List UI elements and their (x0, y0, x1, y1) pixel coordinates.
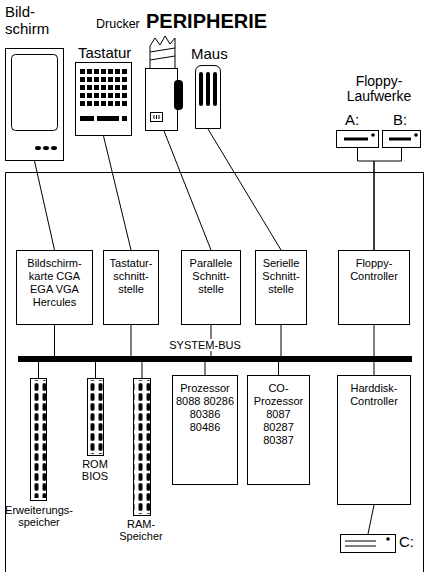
node-heading: Maus (191, 46, 235, 63)
system-bus: SYSTEM-BUS (18, 356, 412, 362)
box-label: Serielle Schnitt- stelle (258, 257, 304, 296)
bus-connector (38, 362, 39, 378)
node-heading: SYSTEM-BUS (163, 339, 247, 351)
node-heading: Drucker (96, 18, 144, 32)
printer-symbol (146, 36, 184, 131)
part-label: Floppy- Laufwerke (337, 74, 421, 105)
node-heading: Bild- schirm (5, 4, 63, 37)
node-heading: Tastatur (78, 45, 144, 62)
box-label: Parallele Schnitt- stelle (184, 257, 238, 296)
memory-module-node: RAM- Speicher (133, 378, 151, 516)
bus-connector (131, 325, 132, 356)
node-heading: RAM- Speicher (113, 518, 169, 542)
node-heading: C: (399, 534, 421, 551)
bus-connector (374, 362, 375, 375)
box-label: CO- Prozessor 8087 80287 80387 (250, 382, 307, 447)
interface-box: Bildschirm- karte CGA EGA VGA Hercules (16, 250, 93, 325)
interface-box: Serielle Schnitt- stelle (255, 250, 307, 325)
interface-box: Tastatur- schnitt- stelle (103, 250, 159, 325)
bus-connector (164, 131, 211, 250)
harddisk-node: C: (340, 534, 396, 553)
memory-module-symbol (31, 379, 151, 516)
controller-box: Floppy- Controller (338, 250, 410, 325)
interface-box: Parallele Schnitt- stelle (181, 250, 241, 325)
bus-connector (374, 148, 402, 250)
monitor-node: Bild- schirm (5, 48, 64, 161)
box-label: Tastatur- schnitt- stelle (106, 257, 156, 296)
processor-box: Prozessor 8088 80286 80386 80486 (172, 375, 238, 485)
controller-box: Harddisk- Controller (337, 375, 411, 505)
box-label: Bildschirm- karte CGA EGA VGA Hercules (19, 257, 90, 309)
monitor-symbol (6, 49, 64, 161)
bus-connector (205, 362, 206, 375)
floppy-drive-node: A: (336, 130, 379, 148)
node-heading: A: (345, 112, 371, 129)
floppy-drive-node: B: (382, 130, 421, 148)
node-heading: Erweiterungs- speicher (2, 504, 76, 528)
memory-module-node: Erweiterungs- speicher (30, 378, 47, 501)
box-label: Prozessor 8088 80286 80386 80486 (175, 382, 235, 434)
printer-node: Drucker (145, 38, 183, 131)
bus-connector (368, 505, 374, 534)
diagram-title: PERIPHERIE (146, 10, 267, 32)
bus-connector (35, 161, 55, 250)
bus-connector (104, 136, 132, 250)
keyboard-node: Tastatur (75, 62, 132, 136)
bus-connector (281, 325, 282, 356)
mouse-node: Maus (195, 65, 221, 129)
box-label: Floppy- Controller (341, 257, 407, 283)
node-heading: B: (393, 112, 419, 129)
node-heading: ROM BIOS (78, 458, 112, 482)
box-label: Harddisk- Controller (340, 382, 408, 408)
bus-connector (278, 362, 279, 375)
mouse-symbol (196, 66, 221, 129)
floppy-drive-symbol (337, 131, 421, 148)
harddisk-symbol (341, 535, 396, 553)
bus-connector (142, 362, 143, 378)
processor-box: CO- Prozessor 8087 80287 80387 (247, 375, 310, 485)
bus-connector (374, 325, 375, 356)
bus-connector (54, 325, 55, 356)
keyboard-symbol (76, 63, 132, 136)
bus-connector (358, 148, 375, 250)
bus-connector (95, 362, 96, 378)
bus-connector (208, 129, 281, 250)
memory-module-node: ROM BIOS (87, 378, 104, 456)
